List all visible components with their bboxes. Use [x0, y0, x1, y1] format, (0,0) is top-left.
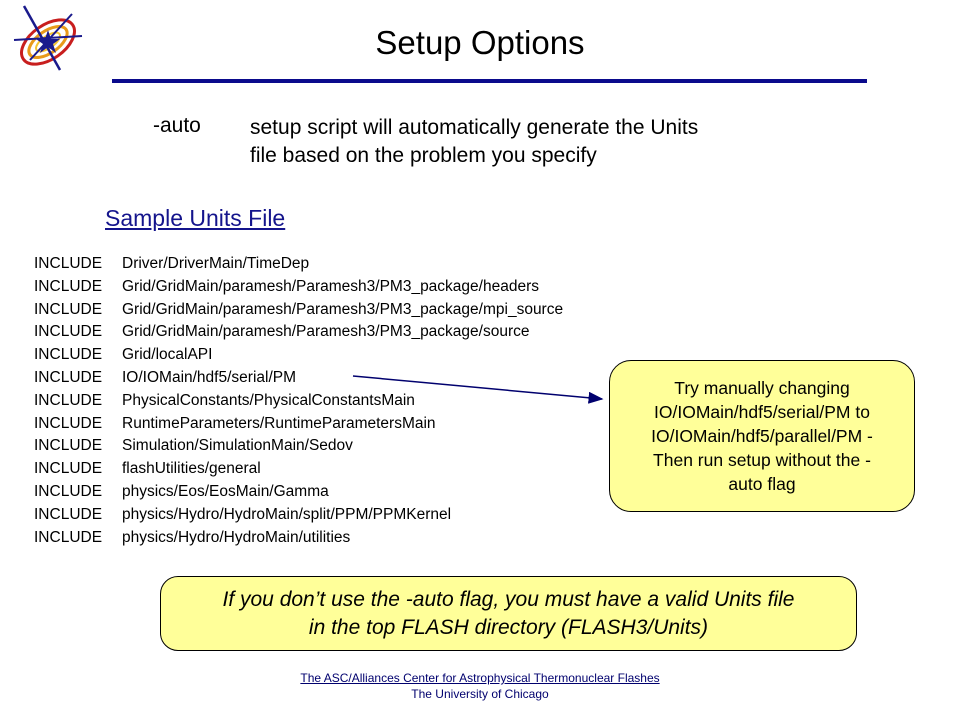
units-line: INCLUDE physics/Hydro/HydroMain/utilities	[34, 527, 563, 550]
page-title: Setup Options	[375, 24, 585, 61]
include-keyword: INCLUDE	[34, 482, 103, 500]
include-keyword: INCLUDE	[34, 255, 103, 272]
include-keyword: INCLUDE	[34, 300, 103, 318]
units-line: INCLUDE PhysicalConstants/PhysicalConstan…	[34, 390, 563, 413]
callout-line: IO/IOMain/hdf5/serial/PM to	[654, 402, 870, 422]
units-line: INCLUDE Grid/GridMain/paramesh/Paramesh3/…	[34, 276, 563, 299]
units-line: INCLUDE Grid/GridMain/paramesh/Paramesh3/…	[34, 299, 563, 322]
unit-path: PhysicalConstants/PhysicalConstantsMain	[122, 391, 415, 409]
unit-path: RuntimeParameters/RuntimeParametersMain	[122, 414, 436, 432]
include-keyword: INCLUDE	[34, 414, 103, 432]
units-line: INCLUDE IO/IOMain/hdf5/serial/PM	[34, 367, 563, 390]
unit-path: IO/IOMain/hdf5/serial/PM	[122, 368, 297, 386]
callout-text: Try manually changing IO/IOMain/hdf5/ser…	[651, 376, 873, 496]
include-keyword: INCLUDE	[34, 528, 103, 546]
units-line: INCLUDE flashUtilities/general	[34, 458, 563, 481]
include-keyword: INCLUDE	[34, 277, 103, 295]
unit-path: Grid/GridMain/paramesh/Paramesh3/PM3_pac…	[122, 323, 530, 341]
units-line: INCLUDE Simulation/SimulationMain/Sedov	[34, 435, 563, 458]
include-keyword: INCLUDE	[34, 346, 103, 364]
include-keyword: INCLUDE	[34, 323, 103, 341]
callout-line: auto flag	[728, 474, 796, 494]
units-line: INCLUDE Grid/GridMain/paramesh/Paramesh3/…	[34, 321, 563, 344]
footer-center-link[interactable]: The ASC/Alliances Center for Astrophysic…	[300, 671, 660, 685]
unit-path: flashUtilities/general	[122, 460, 261, 478]
callout-text: If you don’t use the -auto flag, you mus…	[223, 586, 795, 642]
units-line: INCLUDE RuntimeParameters/RuntimeParamete…	[34, 413, 563, 436]
unit-path: Driver/DriverMain/TimeDep	[122, 255, 310, 272]
include-keyword: INCLUDE	[34, 368, 103, 386]
manual-change-callout: Try manually changing IO/IOMain/hdf5/ser…	[609, 360, 915, 512]
include-keyword: INCLUDE	[34, 460, 103, 478]
include-keyword: INCLUDE	[34, 437, 103, 455]
callout-line: in the top FLASH directory (FLASH3/Units…	[308, 615, 709, 639]
option-flag: -auto	[153, 114, 201, 137]
unit-path: physics/Eos/EosMain/Gamma	[122, 482, 329, 500]
units-file-requirement-callout: If you don’t use the -auto flag, you mus…	[160, 576, 857, 651]
unit-path: physics/Hydro/HydroMain/utilities	[122, 528, 351, 546]
unit-path: physics/Hydro/HydroMain/split/PPM/PPMKer…	[122, 505, 452, 523]
option-description-line: file based on the problem you specify	[250, 144, 597, 167]
units-line: INCLUDE Grid/localAPI	[34, 344, 563, 367]
include-keyword: INCLUDE	[34, 505, 103, 523]
flash-center-logo	[13, 5, 83, 71]
units-line: INCLUDE physics/Hydro/HydroMain/split/PPM…	[34, 504, 563, 527]
callout-line: IO/IOMain/hdf5/parallel/PM -	[651, 426, 873, 446]
callout-line: If you don’t use the -auto flag, you mus…	[222, 587, 795, 611]
units-file-listing: INCLUDE Driver/DriverMain/TimeDep INCLUDE…	[34, 253, 563, 549]
unit-path: Grid/localAPI	[122, 346, 213, 364]
option-description-line: setup script will automatically generate…	[250, 116, 699, 139]
footer: The ASC/Alliances Center for Astrophysic…	[0, 670, 960, 702]
footer-institution: The University of Chicago	[411, 687, 549, 701]
units-line: INCLUDE Driver/DriverMain/TimeDep	[34, 253, 563, 276]
include-keyword: INCLUDE	[34, 391, 103, 409]
sample-units-heading: Sample Units File	[105, 205, 286, 231]
option-description: setup script will automatically generate…	[250, 114, 698, 170]
callout-line: Try manually changing	[674, 378, 850, 398]
unit-path: Grid/GridMain/paramesh/Paramesh3/PM3_pac…	[122, 300, 564, 318]
callout-line: Then run setup without the -	[653, 450, 871, 470]
unit-path: Simulation/SimulationMain/Sedov	[122, 437, 353, 455]
unit-path: Grid/GridMain/paramesh/Paramesh3/PM3_pac…	[122, 277, 539, 295]
units-line: INCLUDE physics/Eos/EosMain/Gamma	[34, 481, 563, 504]
title-underline-rule	[112, 79, 867, 83]
